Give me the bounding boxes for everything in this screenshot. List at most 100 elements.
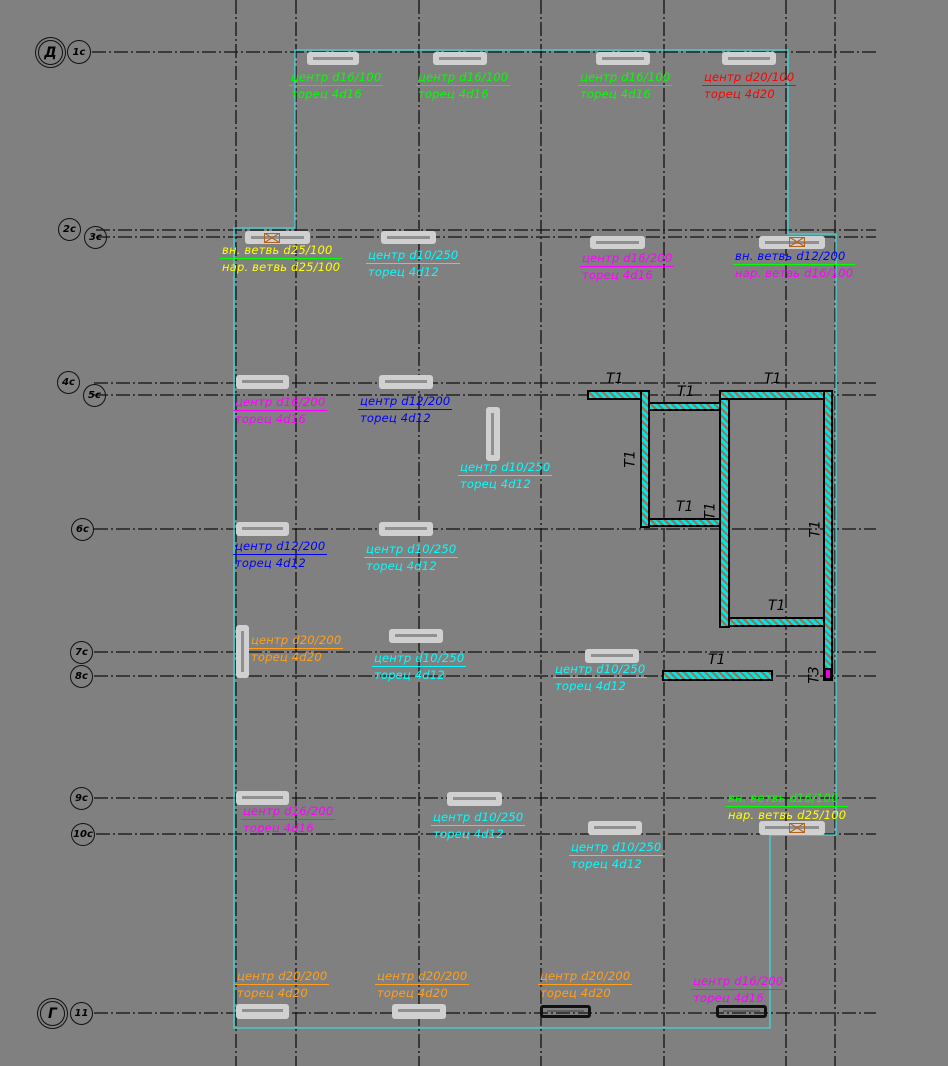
label-line: вн. ветвь d12/200	[733, 249, 856, 265]
rebar-block	[236, 791, 289, 805]
wall-tag: Т1	[702, 502, 719, 520]
wall-t3-marker	[824, 668, 832, 680]
label-line: центр d20/200	[249, 633, 344, 649]
label-line: центр d16/100	[578, 70, 673, 86]
label-line: торец 4d12	[571, 857, 642, 871]
rebar-block	[307, 52, 359, 65]
wall-segment	[823, 390, 833, 681]
label-line: торец 4d16	[291, 87, 362, 101]
rebar-block	[447, 792, 502, 806]
opening-cross-icon	[789, 823, 805, 833]
rebar-block	[236, 522, 289, 536]
label-line: центр d16/100	[416, 70, 511, 86]
label-line: центр d16/200	[233, 395, 328, 411]
label-line: торец 4d12	[374, 668, 445, 682]
rebar-block	[392, 1004, 446, 1019]
opening-cross-icon	[264, 233, 280, 243]
label-line: торец 4d12	[235, 556, 306, 570]
wall-segment	[662, 670, 773, 681]
wall-segment	[640, 390, 650, 528]
label-line: торец 4d12	[360, 411, 431, 425]
axis-bubble-row: 5с	[83, 384, 106, 407]
label-line: центр d10/250	[366, 248, 461, 264]
label-line: торец 4d16	[580, 87, 651, 101]
label-line: центр d20/200	[235, 969, 330, 985]
label-line: вн. ветвь d25/100	[220, 243, 343, 259]
wall-tag: Т1	[622, 450, 639, 468]
label-line: нар. ветвь d16/100	[735, 266, 854, 280]
axis-bubble-letter: Г	[40, 1001, 65, 1026]
wall-tag: Т1	[606, 371, 624, 387]
label-line: центр d16/200	[241, 804, 336, 820]
opening-cross-icon	[789, 237, 805, 247]
label-line: торец 4d12	[460, 477, 531, 491]
rebar-block	[389, 629, 443, 643]
rebar-block	[433, 52, 487, 65]
label-line: торец 4d12	[433, 827, 504, 841]
wall-tag: Т1	[677, 384, 695, 400]
label-line: центр d16/200	[580, 251, 675, 267]
label-line: центр d10/250	[372, 651, 467, 667]
label-line: торец 4d20	[704, 87, 775, 101]
label-line: торец 4d16	[693, 991, 764, 1005]
wall-segment	[728, 617, 825, 627]
label-line: центр d10/250	[431, 810, 526, 826]
wall-segment	[719, 390, 730, 628]
axis-bubble-row: 7с	[70, 641, 93, 664]
label-line: торец 4d12	[555, 679, 626, 693]
label-line: центр d12/200	[358, 394, 453, 410]
axis-bubble-row: 8с	[70, 665, 93, 688]
label-line: торец 4d20	[251, 650, 322, 664]
label-line: центр d20/200	[375, 969, 470, 985]
label-line: центр d10/250	[364, 542, 459, 558]
label-line: центр d10/250	[553, 662, 648, 678]
label-line: вн. ветвь d16/100	[726, 791, 849, 807]
rebar-block	[379, 375, 433, 389]
wall-segment	[648, 402, 722, 411]
axis-bubble-row: 4с	[57, 371, 80, 394]
label-line: нар. ветвь d25/100	[222, 260, 341, 274]
label-line: торец 4d16	[418, 87, 489, 101]
rebar-block	[379, 522, 433, 536]
label-line: торец 4d12	[368, 265, 439, 279]
axis-bubble-row: 1с	[67, 40, 91, 64]
label-line: торец 4d16	[582, 268, 653, 282]
axis-bubble-row: 2с	[58, 218, 81, 241]
rebar-block	[236, 375, 289, 389]
wall-tag: Т1	[708, 652, 726, 668]
rebar-block	[486, 407, 500, 461]
label-line: центр d20/200	[538, 969, 633, 985]
axis-bubble-row: 6с	[71, 518, 94, 541]
label-line: торец 4d12	[366, 559, 437, 573]
wall-tag: Т3	[806, 666, 823, 684]
label-line: центр d12/200	[233, 539, 328, 555]
label-line: центр d10/250	[569, 840, 664, 856]
axis-bubble-row: 3с	[84, 226, 107, 249]
axis-bubble-letter: Д	[38, 40, 63, 65]
rebar-block-outlined	[716, 1005, 767, 1018]
slab-outline	[233, 49, 837, 1029]
label-line: центр d10/250	[458, 460, 553, 476]
